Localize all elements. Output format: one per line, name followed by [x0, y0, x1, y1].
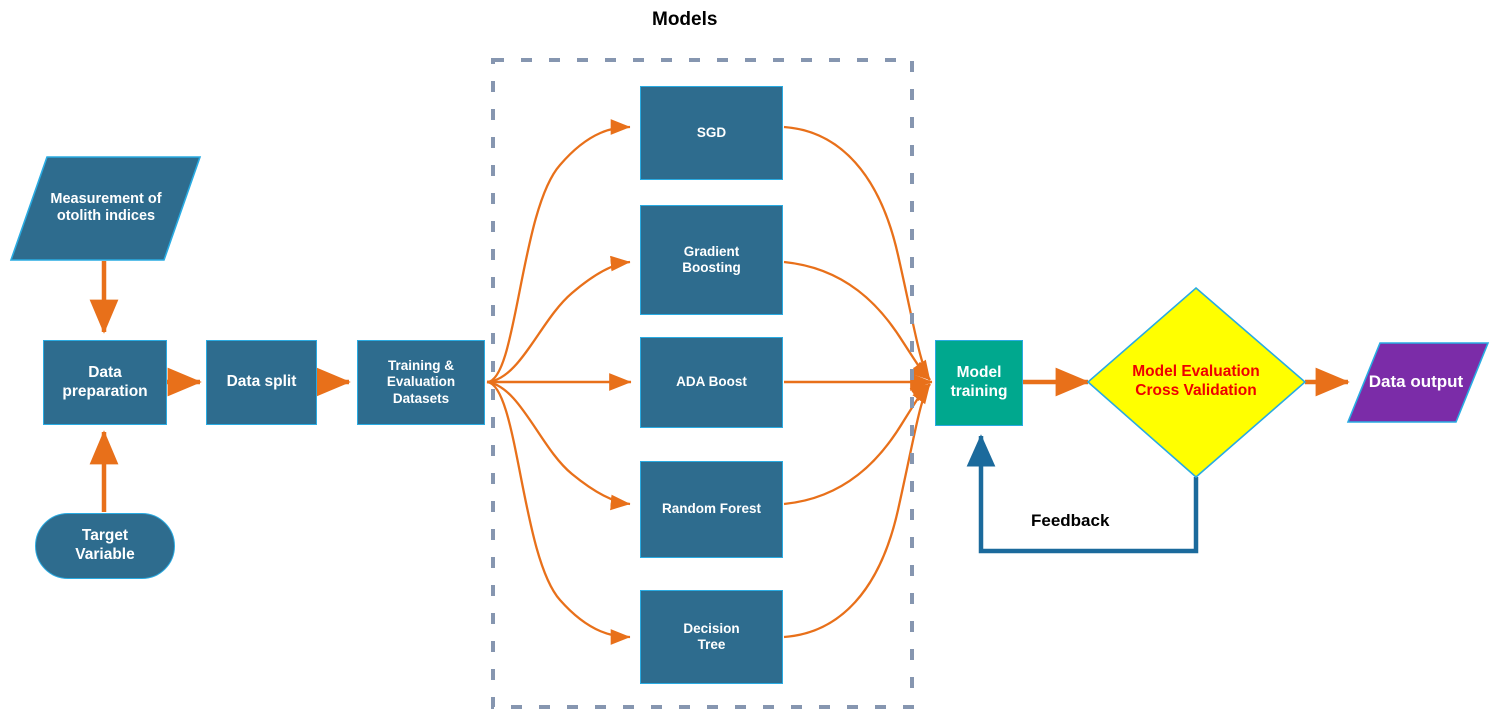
edge-sgd-to-model-training: [783, 125, 931, 381]
node-model-training[interactable]: Model training: [935, 340, 1023, 426]
node-target-variable[interactable]: Target Variable: [35, 513, 175, 579]
node-model-sgd[interactable]: SGD: [640, 86, 783, 180]
model-evaluation-diamond[interactable]: [1086, 286, 1307, 479]
node-data-preparation[interactable]: Data preparation: [43, 340, 167, 425]
node-model-random-forest[interactable]: Random Forest: [640, 461, 783, 558]
node-training-eval-datasets[interactable]: Training & Evaluation Datasets: [357, 340, 485, 425]
measurement-parallelogram[interactable]: [9, 156, 202, 261]
edge-gradient-boosting-to-model-training: [783, 260, 931, 381]
node-data-split[interactable]: Data split: [206, 340, 317, 425]
edge-random-forest-to-model-training: [783, 383, 931, 506]
edge-datasets-to-random-forest: [486, 380, 631, 511]
node-model-decision-tree[interactable]: Decision Tree: [640, 590, 783, 684]
edge-datasets-to-gradient-boosting: [486, 255, 631, 384]
diagram-title: Models: [652, 9, 718, 30]
data-output-parallelogram[interactable]: [1346, 342, 1490, 423]
node-model-gradient-boosting[interactable]: Gradient Boosting: [640, 205, 783, 315]
edge-datasets-to-sgd: [486, 119, 631, 384]
edge-decision-tree-to-model-training: [783, 383, 931, 639]
edge-datasets-to-decision-tree: [486, 380, 631, 645]
node-model-ada-boost[interactable]: ADA Boost: [640, 337, 783, 428]
edge-feedback-loop: [966, 434, 1199, 554]
feedback-label: Feedback: [1031, 511, 1110, 530]
